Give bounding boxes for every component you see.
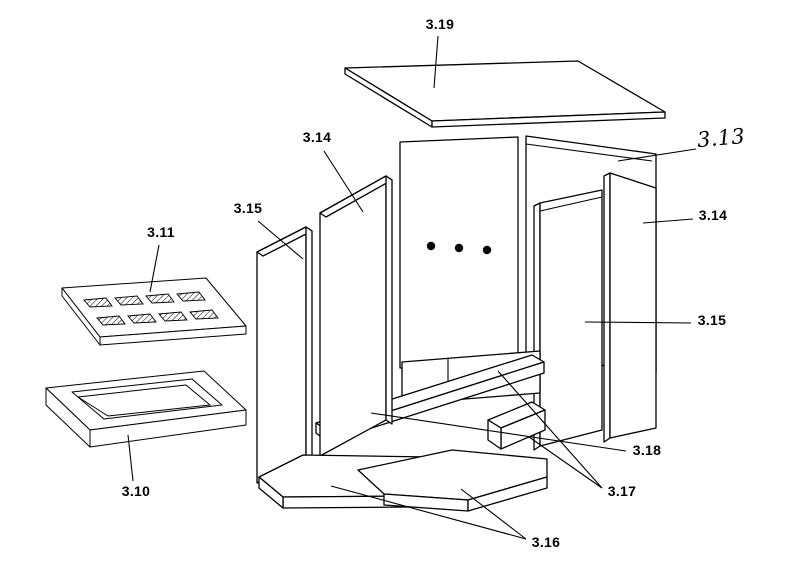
ash-tray-shape bbox=[45, 370, 247, 448]
label-right-outer-panel: 3.14 bbox=[698, 207, 728, 223]
air-hole-dot bbox=[426, 241, 436, 251]
label-right-inner-panel: 3.15 bbox=[697, 312, 727, 328]
label-left-inner-panel: 3.14 bbox=[302, 129, 332, 145]
label-left-outer-panel: 3.15 bbox=[233, 200, 263, 216]
label-floor-strip: 3.18 bbox=[632, 442, 662, 458]
label-ash-tray: 3.10 bbox=[121, 483, 151, 499]
right-outer-panel-shape bbox=[603, 172, 657, 443]
left-inner-panel-shape bbox=[319, 175, 393, 457]
air-hole-dot bbox=[454, 243, 464, 253]
label-rear-right-panel: 3.13 bbox=[696, 123, 746, 153]
leader-lines bbox=[127, 35, 697, 540]
label-top-plate: 3.19 bbox=[425, 16, 455, 32]
label-grate: 3.11 bbox=[147, 224, 175, 240]
grate-shape bbox=[61, 277, 247, 346]
top-plate-shape bbox=[344, 60, 666, 128]
bottom-plate-right-shape bbox=[357, 449, 548, 512]
label-highlighted-part: 3.17 bbox=[607, 483, 637, 499]
label-bottom-plates: 3.16 bbox=[531, 534, 561, 550]
left-outer-panel-shape bbox=[256, 226, 313, 484]
back-panel-shape bbox=[399, 136, 519, 369]
air-hole-dot bbox=[482, 245, 492, 255]
